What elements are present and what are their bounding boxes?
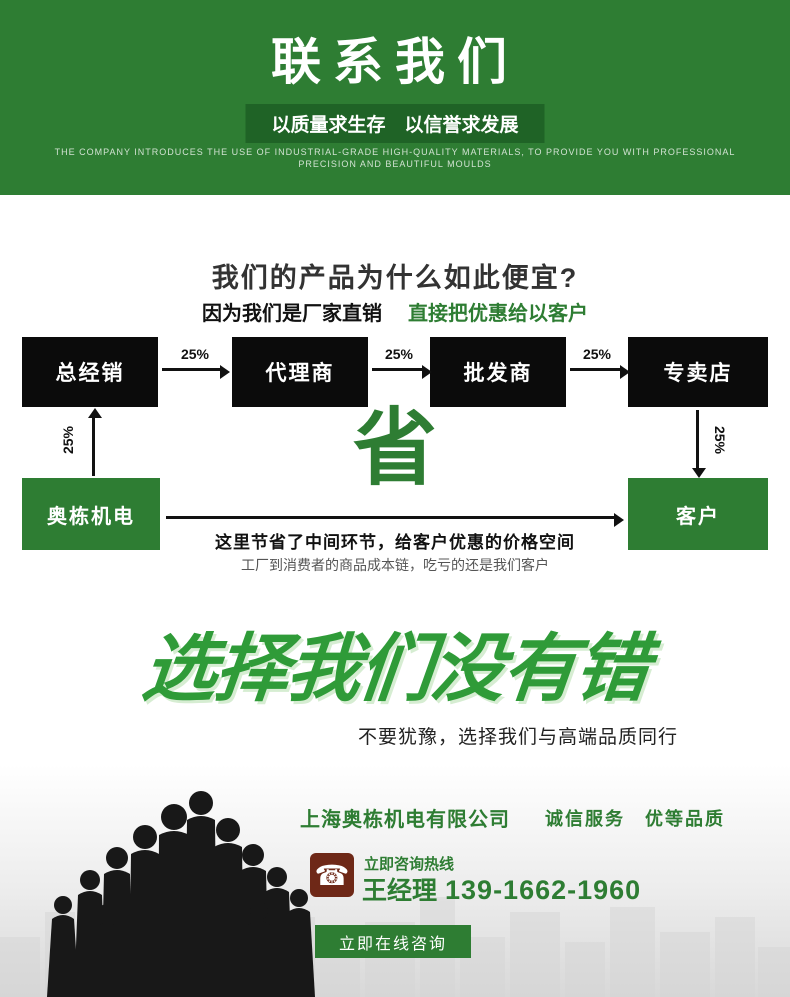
factory-box: 奥栋机电 bbox=[22, 478, 160, 550]
chain-box-retail-store: 专卖店 bbox=[628, 337, 768, 407]
arrow-right-icon bbox=[570, 365, 630, 379]
save-explanation-line1: 这里节省了中间环节，给客户优惠的价格空间 bbox=[215, 533, 575, 552]
page-title: 联系我们 bbox=[271, 34, 519, 90]
contact-person-name: 王经理 bbox=[362, 877, 438, 905]
percent-label: 25% bbox=[180, 346, 210, 362]
save-character: 省 bbox=[352, 401, 437, 495]
chain-box-general-distributor: 总经销 bbox=[22, 337, 158, 407]
arrow-right-icon bbox=[372, 365, 432, 379]
arrow-right-icon bbox=[162, 365, 230, 379]
arrow-down-icon bbox=[692, 410, 706, 478]
phone-icon: ☎ bbox=[310, 853, 354, 897]
english-tagline-line1: THE COMPANY INTRODUCES THE USE OF INDUST… bbox=[54, 147, 736, 157]
contact-phone-number: 139-1662-1960 bbox=[445, 875, 642, 905]
chain-box-wholesaler: 批发商 bbox=[430, 337, 566, 407]
choose-us-subline: 不要犹豫，选择我们与高端品质同行 bbox=[357, 727, 678, 748]
percent-label: 25% bbox=[582, 346, 612, 362]
percent-label: 25% bbox=[384, 346, 414, 362]
section-subtitle: 因为我们是厂家直销 直接把优惠给以客户 bbox=[0, 297, 790, 326]
arrow-right-long-icon bbox=[166, 513, 624, 527]
chain-box-agent: 代理商 bbox=[232, 337, 368, 407]
business-people-silhouette bbox=[47, 791, 315, 997]
slogan-bar: 以质量求生存 以信誉求发展 bbox=[245, 104, 545, 143]
company-name: 上海奥栋机电有限公司 bbox=[300, 809, 510, 831]
online-consult-button[interactable]: 立即在线咨询 bbox=[315, 925, 471, 958]
subtitle-factory-direct: 因为我们是厂家直销 bbox=[202, 303, 382, 325]
header-banner: 联系我们 以质量求生存 以信誉求发展 THE COMPANY INTRODUCE… bbox=[0, 0, 790, 195]
english-tagline-line2: PRECISION AND BEAUTIFUL MOULDS bbox=[298, 159, 492, 169]
choose-us-headline: 选择我们没有错 bbox=[138, 627, 652, 710]
section-title-why-cheap: 我们的产品为什么如此便宜? bbox=[211, 263, 579, 293]
hotline-label: 立即咨询热线 bbox=[364, 856, 455, 873]
company-values: 诚信服务 优等品质 bbox=[545, 809, 725, 829]
customer-box: 客户 bbox=[628, 478, 768, 550]
subtitle-benefit-customer: 直接把优惠给以客户 bbox=[408, 303, 588, 325]
save-explanation-line2: 工厂到消费者的商品成本链，吃亏的还是我们客户 bbox=[241, 557, 549, 573]
arrow-up-icon bbox=[88, 408, 102, 476]
